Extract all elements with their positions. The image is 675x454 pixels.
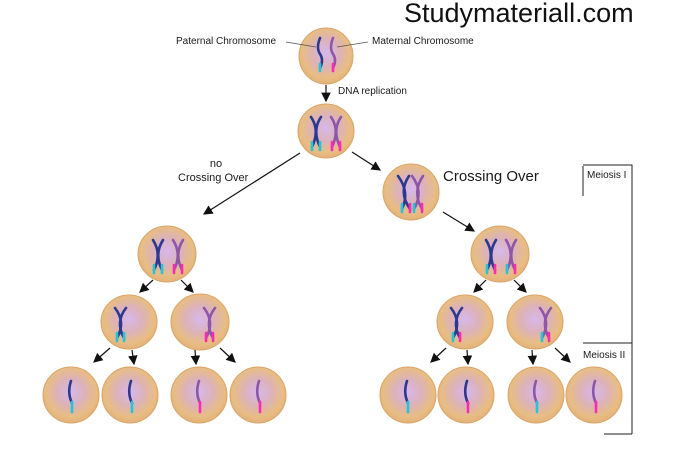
- arrow-no-crossing: [202, 152, 301, 215]
- cell-parent: [298, 27, 354, 85]
- bracket-meiosis-i: [583, 164, 633, 434]
- leader-paternal: [285, 41, 317, 48]
- cell-left-b: [170, 293, 230, 351]
- chromosome-left-b: [202, 306, 217, 343]
- watermark-text: Studymateriall.com: [404, 0, 634, 28]
- arrow-to-crossing: [351, 151, 382, 171]
- gamete-1: [42, 366, 100, 424]
- arrow-left-mi-a: [139, 279, 154, 293]
- cell-crossing-over: [382, 163, 440, 221]
- arrow-g4: [219, 347, 236, 363]
- chromosomes: [67, 36, 598, 414]
- gamete-3: [170, 366, 228, 424]
- chromosome-pair-crossing: [396, 174, 425, 214]
- arrows: [93, 85, 571, 366]
- arrow-g3: [190, 349, 201, 366]
- arrow-right-mi-a: [473, 279, 487, 293]
- cell-left-meiosis-i: [137, 225, 197, 283]
- chromosome-left-a: [113, 306, 128, 343]
- gamete-7: [507, 366, 565, 424]
- chromosome-right-b: [538, 306, 553, 343]
- arrow-g8: [554, 347, 571, 363]
- leader-lines: [285, 41, 369, 48]
- chromosome-pair-parent: [316, 36, 337, 73]
- arrow-g6: [462, 349, 473, 366]
- label-maternal-chromosome: Maternal Chromosome: [372, 36, 474, 47]
- chromosome-pair-right-mi: [484, 238, 518, 275]
- arrow-crossing-to-right: [442, 211, 476, 232]
- gamete-5: [379, 366, 437, 424]
- label-dna-replication: DNA replication: [338, 86, 407, 97]
- gamete-chromosomes: [67, 379, 598, 414]
- arrow-g5: [430, 347, 447, 363]
- cell-right-b: [506, 294, 564, 350]
- label-no-crossing-over: Crossing Over: [178, 172, 249, 184]
- chromosome-pair-left-mi: [151, 238, 185, 275]
- leader-maternal: [336, 41, 369, 48]
- cells: [42, 27, 623, 424]
- label-crossing-over: Crossing Over: [443, 168, 539, 185]
- arrow-g7: [527, 349, 538, 366]
- arrow-left-mi-b: [180, 279, 194, 293]
- arrow-right-mi-b: [513, 279, 527, 293]
- label-meiosis-i: Meiosis I: [587, 170, 627, 181]
- cell-left-a: [100, 294, 158, 350]
- label-no: no: [209, 158, 223, 170]
- arrow-g2: [128, 349, 138, 366]
- cell-replicated: [297, 103, 355, 159]
- label-meiosis-ii: Meiosis II: [583, 350, 626, 361]
- cell-right-meiosis-i: [470, 225, 530, 283]
- label-paternal-chromosome: Paternal Chromosome: [176, 36, 277, 47]
- arrow-g1: [93, 347, 111, 363]
- meiosis-brackets: [582, 164, 633, 435]
- cell-right-a: [436, 294, 494, 350]
- chromosome-right-a: [449, 306, 464, 343]
- chromosome-pair-replicated: [309, 115, 343, 152]
